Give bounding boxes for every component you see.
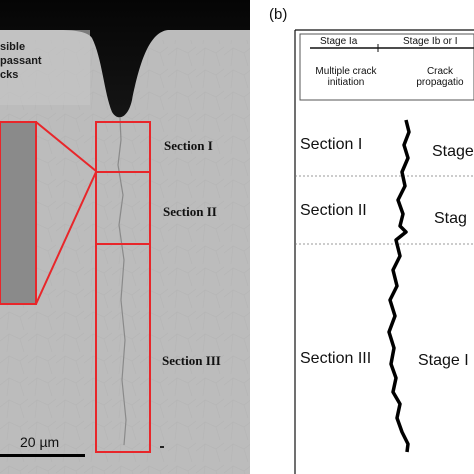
- legend-desc-left-line-1: Multiple crack: [315, 66, 377, 77]
- micrograph-image: [0, 0, 250, 474]
- legend-box: [299, 33, 474, 101]
- legend-stage-left: Stage Ia: [320, 36, 358, 47]
- legend-desc-right-line-1: Crack: [426, 66, 454, 77]
- schematic-section-2-label: Section II: [300, 202, 367, 219]
- note-line-3: cks: [0, 69, 19, 81]
- crack-path: [117, 117, 127, 446]
- zoom-inset: [0, 122, 36, 304]
- micrograph-section-2-label: Section II: [163, 204, 217, 219]
- zoom-connector-top: [35, 121, 97, 172]
- section-box-3: [95, 243, 151, 453]
- hidden-cracks-note: sible passant cks: [0, 40, 42, 82]
- micrograph-panel: sible passant cks Section I Section II S…: [0, 0, 250, 474]
- stage-label-1: Stage: [432, 143, 474, 160]
- legend-desc-right-line-2: propagatio: [416, 77, 464, 88]
- note-line-1: sible: [0, 41, 26, 53]
- schematic-drawing: [294, 29, 474, 474]
- zoom-connector-bottom: [35, 171, 97, 305]
- scale-bar-label: 20 µm: [20, 434, 60, 450]
- legend-desc-left: Multiple crack initiation: [308, 66, 384, 88]
- scale-bar: [0, 454, 85, 457]
- schematic-section-3-label: Section III: [300, 350, 372, 367]
- micrograph-section-3-label: Section III: [162, 353, 221, 368]
- crack-schematic: [387, 119, 411, 453]
- schematic-section-1-label: Section I: [300, 136, 363, 153]
- notch-shape: [0, 0, 250, 118]
- panel-label: (b): [269, 6, 288, 23]
- note-line-2: passant: [0, 55, 42, 67]
- legend-desc-right: Crack propagatio: [402, 66, 474, 88]
- stage-label-2: Stag: [434, 210, 467, 227]
- schematic-panel: (b) Stage Ia Stage Ib or I Multiple crac…: [262, 0, 474, 474]
- legend-stage-right: Stage Ib or I: [403, 36, 458, 47]
- micrograph-section-1-label: Section I: [164, 138, 213, 153]
- stage-label-3: Stage I: [418, 352, 469, 369]
- legend-desc-left-line-2: initiation: [327, 77, 365, 88]
